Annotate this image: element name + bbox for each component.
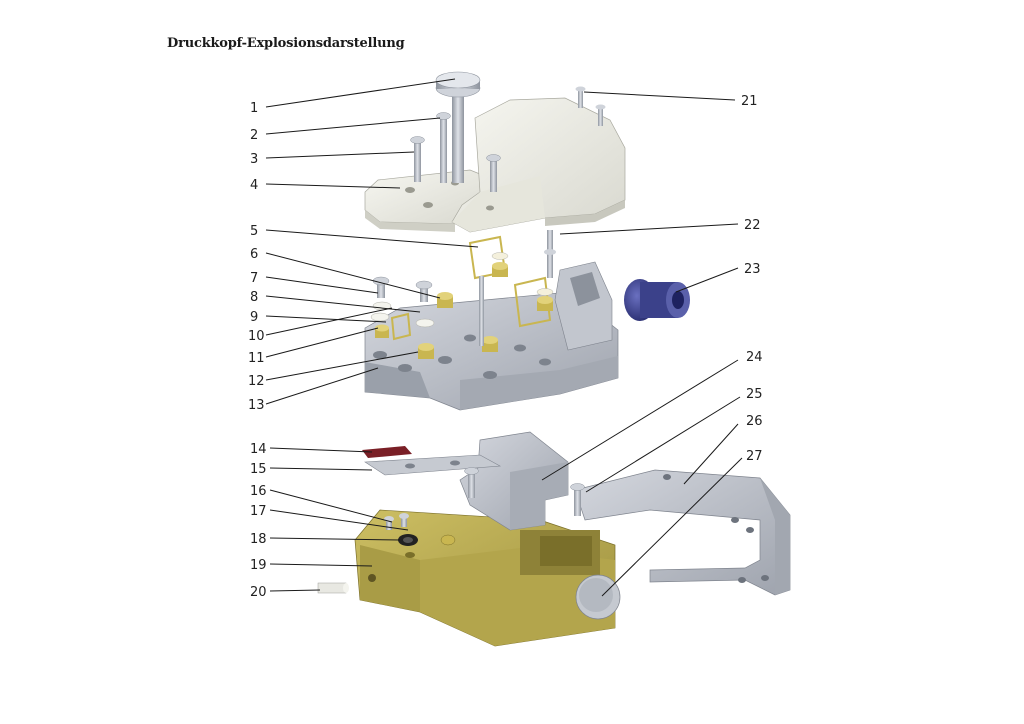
- callout-23: 23: [744, 262, 761, 277]
- callout-25: 25: [746, 387, 763, 402]
- screws-part-21: [575, 86, 606, 126]
- callout-19: 19: [250, 558, 267, 573]
- callout-16: 16: [250, 484, 267, 499]
- callout-6: 6: [250, 247, 258, 262]
- callout-20: 20: [250, 585, 267, 600]
- blue-bushing-part-23: [624, 279, 690, 321]
- bushing-center: [491, 252, 509, 277]
- screw-cover-right: [486, 154, 501, 192]
- callout-numbers: 1 2 3 4 5 6 7 8 9 10 11 12 13 14 15 16 1…: [248, 94, 763, 600]
- knob-part-1: [435, 71, 481, 183]
- callout-26: 26: [746, 414, 763, 429]
- red-strip-part-14: [362, 446, 412, 458]
- callout-24: 24: [746, 350, 763, 365]
- bracket-part-26: [574, 469, 791, 596]
- spring-clip-right: [513, 276, 552, 328]
- callout-21: 21: [741, 94, 758, 109]
- callout-17: 17: [250, 504, 267, 519]
- screw-part-25: [464, 467, 585, 516]
- callout-3: 3: [250, 152, 258, 167]
- callout-5: 5: [250, 224, 258, 239]
- leader-lines: [265, 78, 743, 597]
- cover-plate-part-4: [364, 97, 626, 233]
- callout-4: 4: [250, 178, 258, 193]
- callout-22: 22: [744, 218, 761, 233]
- screw-part-2: [436, 112, 451, 183]
- callout-13: 13: [248, 398, 265, 413]
- round-cap-part-27: [575, 574, 621, 620]
- bushing-right: [536, 288, 554, 311]
- callout-2: 2: [250, 128, 258, 143]
- callout-9: 9: [250, 310, 258, 325]
- base-body-part-19: [354, 509, 616, 647]
- pin-part-20: [317, 582, 349, 594]
- callout-7: 7: [250, 271, 258, 286]
- callout-1: 1: [250, 101, 258, 116]
- callout-10: 10: [248, 329, 265, 344]
- callout-14: 14: [250, 442, 267, 457]
- callout-15: 15: [250, 462, 267, 477]
- callout-27: 27: [746, 449, 763, 464]
- callout-18: 18: [250, 532, 267, 547]
- bushing-part-6: [437, 292, 453, 308]
- page-title: Druckkopf-Explosionsdarstellung: [167, 36, 405, 51]
- lever-block-part-24: [364, 431, 569, 531]
- bushings-plate: [375, 312, 498, 359]
- callout-11: 11: [248, 351, 265, 366]
- screws-part-16-17: [384, 513, 409, 530]
- callout-8: 8: [250, 290, 258, 305]
- screw-part-3: [410, 136, 425, 182]
- callout-12: 12: [248, 374, 265, 389]
